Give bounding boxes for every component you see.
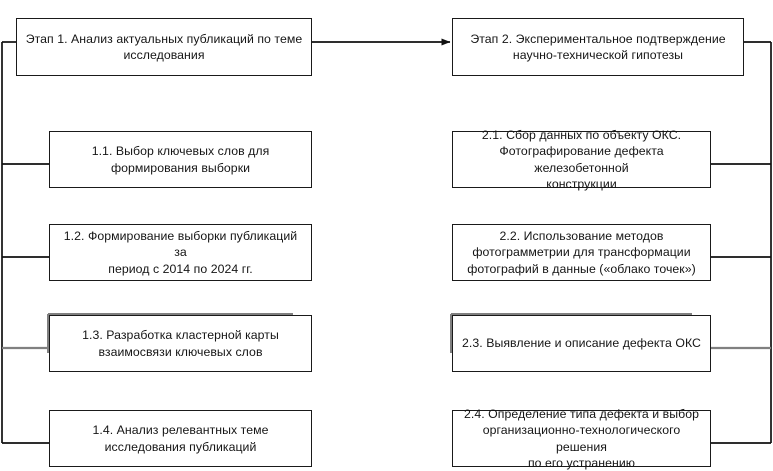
node-step-2-3-label: 2.3. Выявление и описание дефекта ОКС — [462, 336, 701, 351]
node-stage-2-label: Этап 2. Экспериментальное подтверждение … — [470, 31, 726, 63]
node-stage-1-label: Этап 1. Анализ актуальных публикаций по … — [25, 31, 303, 63]
node-step-2-3[interactable]: 2.3. Выявление и описание дефекта ОКС — [449, 312, 711, 372]
node-step-1-4-label: 1.4. Анализ релевантных теме исследовани… — [92, 423, 269, 454]
node-step-2-1-label: 2.1. Сбор данных по объекту ОКС. Фотогра… — [481, 127, 682, 192]
node-step-1-3[interactable]: 1.3. Разработка кластерной карты взаимос… — [46, 312, 312, 372]
spine-right — [711, 41, 772, 444]
node-step-1-3-label: 1.3. Разработка кластерной карты взаимос… — [82, 328, 279, 359]
node-step-1-4[interactable]: 1.4. Анализ релевантных теме исследовани… — [49, 410, 312, 467]
node-step-1-2[interactable]: 1.2. Формирование выборки публикаций за … — [49, 224, 312, 281]
node-step-2-4-label: 2.4. Определение типа дефекта и выбор ор… — [464, 406, 699, 471]
node-step-1-1-label: 1.1. Выбор ключевых слов для формировани… — [91, 144, 270, 175]
spine-left — [1, 41, 49, 444]
node-step-2-2-label: 2.2. Использование методов фотограмметри… — [467, 228, 696, 276]
node-step-1-2-label: 1.2. Формирование выборки публикаций за … — [63, 228, 298, 276]
node-stage-1[interactable]: Этап 1. Анализ актуальных публикаций по … — [16, 18, 312, 76]
node-step-2-2[interactable]: 2.2. Использование методов фотограмметри… — [452, 224, 711, 281]
node-stage-2[interactable]: Этап 2. Экспериментальное подтверждение … — [452, 18, 744, 76]
node-step-2-1[interactable]: 2.1. Сбор данных по объекту ОКС. Фотогра… — [452, 128, 711, 191]
node-step-1-1[interactable]: 1.1. Выбор ключевых слов для формировани… — [49, 131, 312, 188]
node-step-2-4[interactable]: 2.4. Определение типа дефекта и выбор ор… — [452, 407, 711, 470]
